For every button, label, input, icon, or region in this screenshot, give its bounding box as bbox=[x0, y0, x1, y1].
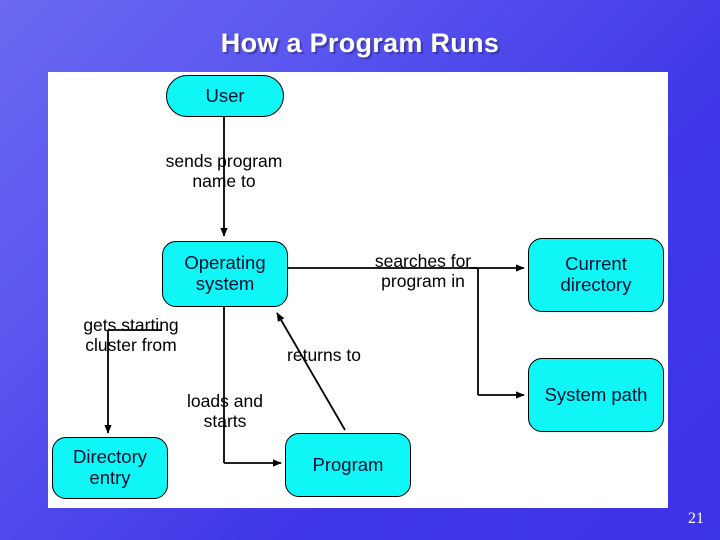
node-current-directory[interactable]: Current directory bbox=[528, 238, 664, 312]
node-program-label: Program bbox=[312, 453, 384, 475]
node-system-path-label: System path bbox=[544, 383, 648, 405]
node-current-directory-label: Current directory bbox=[560, 253, 632, 295]
edge-label-loads-and-starts: loads and starts bbox=[187, 391, 263, 431]
edge-label-returns-to: returns to bbox=[287, 345, 361, 365]
node-program[interactable]: Program bbox=[285, 433, 411, 497]
node-system-path[interactable]: System path bbox=[528, 358, 664, 432]
node-directory-entry[interactable]: Directory entry bbox=[52, 437, 168, 499]
node-operating-system-label: Operating system bbox=[184, 252, 266, 294]
node-user-label: User bbox=[205, 84, 245, 106]
edge-label-sends-program-name-to: sends program name to bbox=[165, 151, 283, 191]
node-directory-entry-label: Directory entry bbox=[72, 446, 147, 488]
node-user[interactable]: User bbox=[166, 75, 284, 117]
page-title: How a Program Runs bbox=[220, 28, 500, 58]
edge-label-searches-for-program-in: searches for program in bbox=[374, 251, 472, 291]
edge-label-gets-starting-cluster-from: gets starting cluster from bbox=[83, 315, 179, 355]
node-operating-system[interactable]: Operating system bbox=[162, 241, 288, 307]
page-number: 21 bbox=[688, 510, 704, 527]
